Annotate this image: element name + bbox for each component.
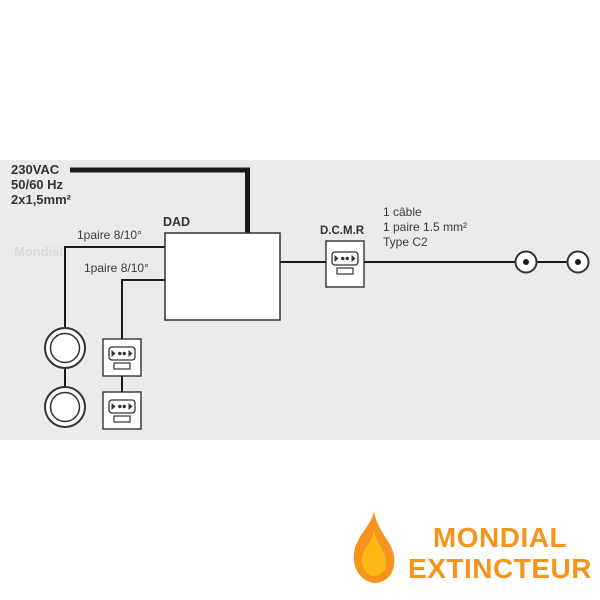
dad-label: DAD — [163, 215, 191, 229]
pair-cable-label-bottom: 1paire 8/10° — [84, 261, 149, 275]
power-voltage-label: 230VAC — [11, 162, 60, 177]
power-wire-section-label: 2x1,5mm² — [11, 192, 71, 207]
cable-type-label: Type C2 — [383, 235, 428, 249]
power-supply-wire — [70, 167, 250, 233]
dcmr-label: D.C.M.R — [320, 225, 365, 237]
dad-unit-box — [164, 232, 281, 321]
cable-pair-label: 1 paire 1.5 mm² — [383, 220, 468, 234]
call-point-device-2 — [102, 391, 142, 430]
sounder-device-1 — [44, 327, 86, 369]
cable-spec-block: 1 câble 1 paire 1.5 mm² Type C2 — [383, 205, 467, 250]
dcmr-device — [325, 240, 365, 288]
callpoint-branch-wire — [121, 279, 165, 340]
sounder-branch-wire — [64, 246, 165, 328]
diagram-background-band — [0, 160, 600, 440]
detector-device-2 — [566, 250, 590, 274]
sounder-device-2 — [44, 386, 86, 428]
brand-name: MONDIAL EXTINCTEUR — [404, 522, 596, 584]
brand-name-line2: EXTINCTEUR — [408, 553, 592, 584]
call-point-device-1 — [102, 338, 142, 377]
pair-cable-label-top: 1paire 8/10° — [77, 228, 142, 242]
power-frequency-label: 50/60 Hz — [11, 177, 64, 192]
detector-device-1 — [514, 250, 538, 274]
brand-name-line1: MONDIAL — [432, 522, 568, 553]
power-label-block: 230VAC 50/60 Hz 2x1,5mm² — [11, 162, 71, 207]
brand-logo: MONDIAL EXTINCTEUR — [340, 508, 596, 592]
flame-icon — [353, 511, 395, 583]
cable-count-label: 1 câble — [383, 205, 422, 219]
watermark-text: Mondial — [14, 244, 64, 259]
